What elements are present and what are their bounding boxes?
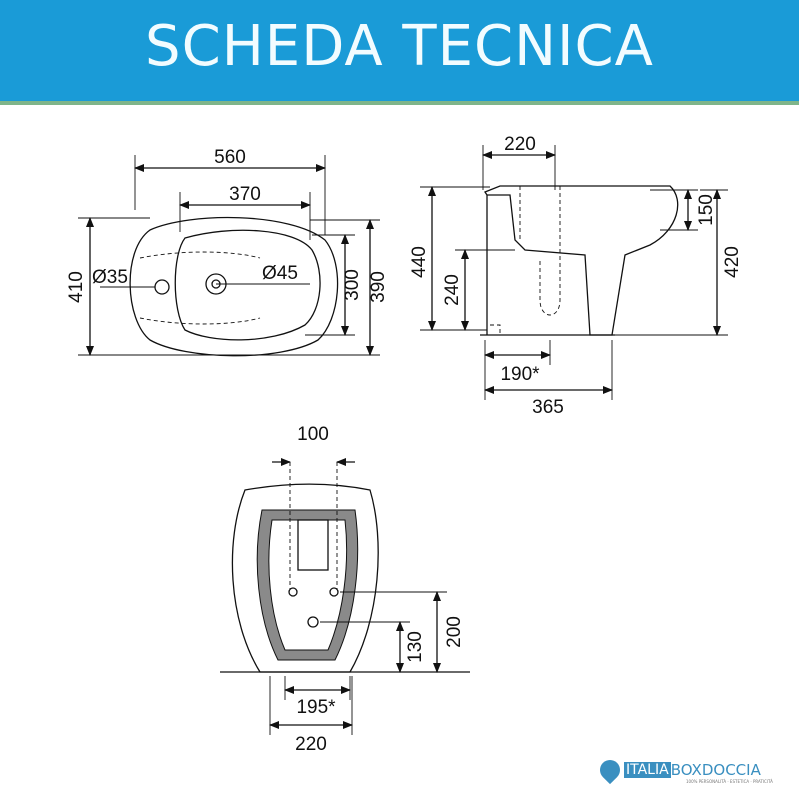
logo-tagline: 100% PERSONALITÀ · ESTETICA · PRATICITÀ <box>686 779 773 784</box>
dim-410: 410 <box>66 271 87 303</box>
header-divider <box>0 101 799 105</box>
front-view: 100 200 130 195* 220 <box>220 424 470 755</box>
dim-370: 370 <box>229 184 261 205</box>
top-view: 560 370 410 Ø35 Ø45 300 390 <box>66 147 389 357</box>
side-view: 220 440 240 150 420 190* 365 <box>409 134 743 418</box>
dim-300: 300 <box>342 269 363 301</box>
dim-420: 420 <box>722 246 743 278</box>
dim-240: 240 <box>442 274 463 306</box>
logo-part1: ITALIA <box>624 762 671 778</box>
dim-200: 200 <box>444 616 465 648</box>
dim-220-side: 220 <box>504 134 536 155</box>
dim-d45: Ø45 <box>262 263 298 284</box>
dim-150: 150 <box>696 194 717 226</box>
dim-130: 130 <box>405 631 426 663</box>
dim-220-front: 220 <box>295 734 327 755</box>
dim-440: 440 <box>409 246 430 278</box>
dim-100: 100 <box>297 424 329 445</box>
dim-190: 190* <box>500 364 540 385</box>
water-drop-icon <box>595 755 625 785</box>
header-banner <box>0 0 799 101</box>
dim-365: 365 <box>532 397 564 418</box>
dim-560: 560 <box>214 147 246 168</box>
dim-390: 390 <box>368 271 389 303</box>
dim-d35: Ø35 <box>92 267 128 288</box>
page-title: SCHEDA TECNICA <box>145 14 654 79</box>
dim-195: 195* <box>296 697 336 718</box>
brand-logo: ITALIA BOXDOCCIA <box>595 755 761 785</box>
logo-part2: BOXDOCCIA <box>670 761 761 779</box>
